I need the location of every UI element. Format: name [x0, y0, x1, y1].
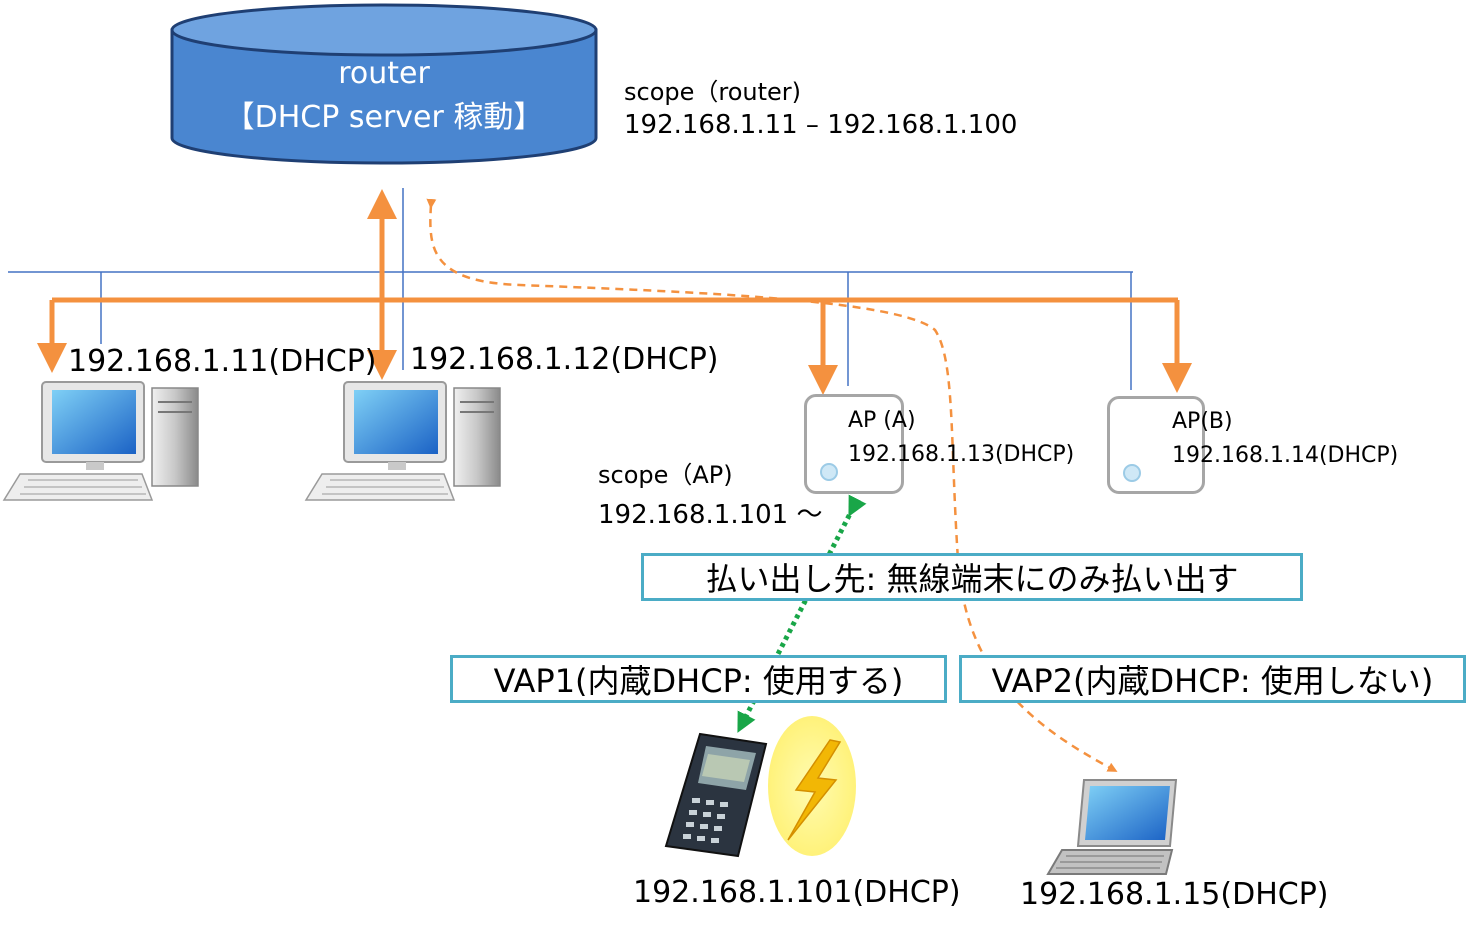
router-role: 【DHCP server 稼動】 [224, 100, 544, 135]
vap2-label: VAP2(内蔵DHCP: 使用しない) [959, 655, 1466, 703]
access-point-a [804, 394, 904, 494]
ap-b-status-led-icon [1123, 464, 1141, 482]
ap-a-ip: 192.168.1.13(DHCP) [848, 442, 1075, 467]
laptop-ip-label: 192.168.1.15(DHCP) [1020, 877, 1329, 912]
router-scope-title: scope（router) [624, 78, 802, 106]
handheld-ip-label: 192.168.1.101(DHCP) [633, 875, 961, 910]
router-cylinder [170, 3, 598, 165]
router-label: router 【DHCP server 稼動】 [172, 52, 596, 140]
router-name: router [338, 56, 430, 91]
vap1-label: VAP1(内蔵DHCP: 使用する) [450, 655, 947, 703]
handheld-terminal-icon [664, 732, 768, 858]
pc1-ip-label: 192.168.1.11(DHCP) [68, 344, 377, 379]
laptop-icon [1046, 779, 1178, 875]
ap-scope-range: 192.168.1.101 ～ [598, 500, 823, 530]
ap-a-status-led-icon [820, 463, 838, 481]
ap-b-name: AP(B) [1172, 409, 1233, 434]
desktop-pc-2-icon [304, 381, 501, 501]
lightning-bolt-icon [768, 716, 856, 856]
desktop-pc-1-icon [2, 381, 199, 501]
ap-a-name: AP (A) [848, 408, 916, 433]
router-scope-range: 192.168.1.11 – 192.168.1.100 [624, 110, 1018, 140]
ap-scope-title: scope（AP) [598, 461, 733, 489]
pc2-ip-label: 192.168.1.12(DHCP) [410, 342, 719, 377]
lease-target-label: 払い出し先: 無線端末にのみ払い出す [641, 553, 1303, 601]
ap-b-ip: 192.168.1.14(DHCP) [1172, 443, 1399, 468]
access-point-b [1107, 396, 1205, 494]
